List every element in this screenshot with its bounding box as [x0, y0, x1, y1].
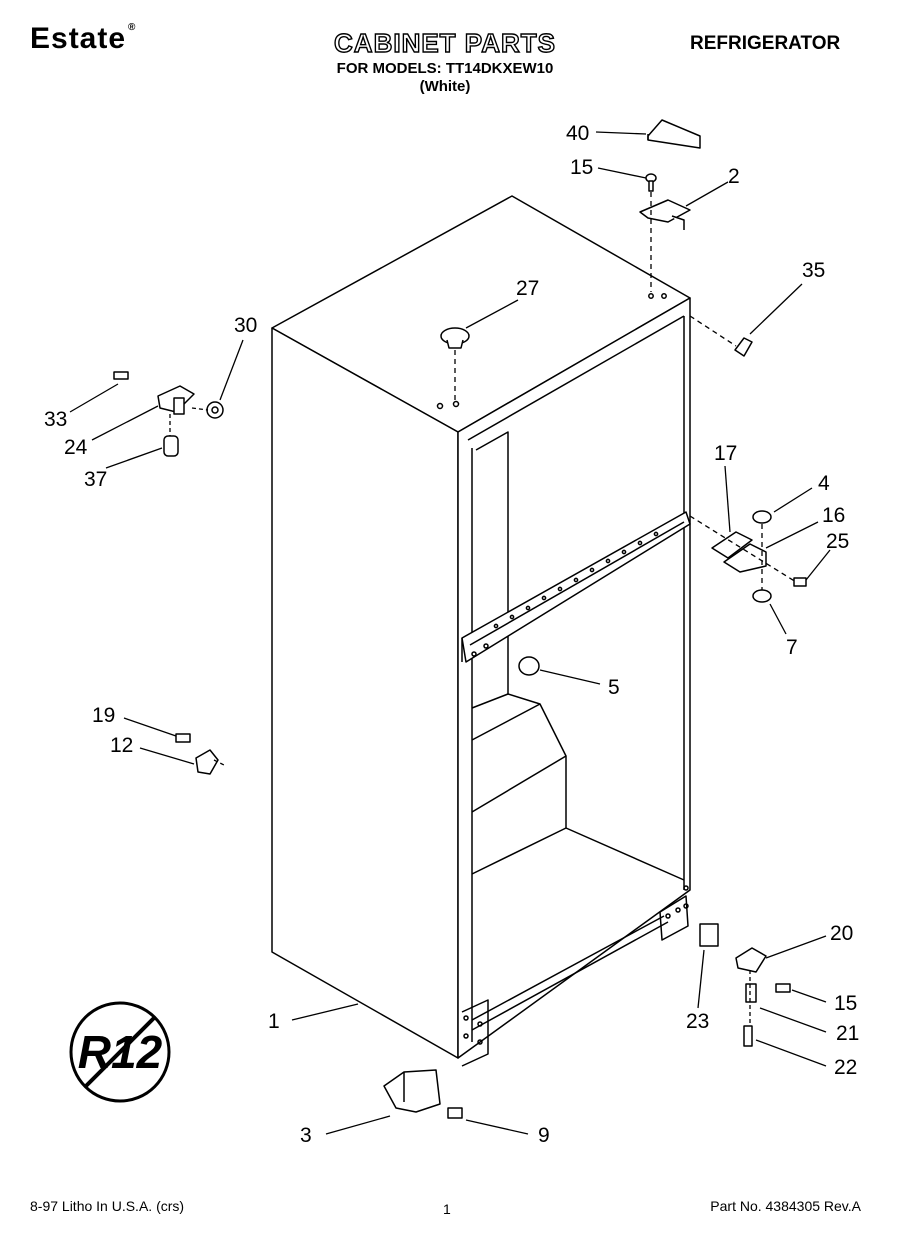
color-line: (White)	[419, 78, 471, 95]
part-22-screw	[743, 1025, 753, 1047]
part-23-shim	[699, 923, 719, 947]
part-21-hinge-pin	[745, 983, 757, 1003]
callout-22: 22	[834, 1056, 857, 1079]
category-label: REFRIGERATOR	[690, 33, 841, 54]
footer-print-info: 8-97 Litho In U.S.A. (crs)	[30, 1198, 185, 1214]
models-line: FOR MODELS: TT14DKXEW10	[336, 60, 554, 77]
part-19-screw	[175, 733, 191, 743]
part-16-center-hinge	[711, 531, 767, 573]
brand-name: Estate	[30, 22, 127, 55]
part-5-plug	[518, 656, 540, 676]
callout-16: 16	[822, 504, 845, 527]
part-12-door-stop	[195, 749, 219, 775]
part-3-leveling-leg	[383, 1069, 441, 1113]
part-9-screw	[447, 1107, 463, 1119]
callout-37: 37	[84, 468, 107, 491]
registered-mark: ®	[128, 22, 137, 33]
callout-4: 4	[818, 472, 830, 495]
footer-part-number: Part No. 4384305 Rev.A	[710, 1198, 861, 1214]
part-33-screw	[113, 371, 129, 380]
part-20-bottom-hinge	[735, 947, 767, 973]
callout-33: 33	[44, 408, 67, 431]
callout-19: 19	[92, 704, 115, 727]
part-15-screw-top	[645, 173, 657, 192]
part-25-screw	[793, 577, 807, 587]
callout-27: 27	[516, 277, 539, 300]
callout-7: 7	[786, 636, 798, 659]
callout-9: 9	[538, 1124, 550, 1147]
r12-badge: R12	[69, 1001, 171, 1103]
part-30-nut	[206, 401, 224, 419]
callout-3: 3	[300, 1124, 312, 1147]
callout-12: 12	[110, 734, 133, 757]
part-24-hinge-pin	[157, 385, 195, 415]
callout-20: 20	[830, 922, 853, 945]
callout-5: 5	[608, 676, 620, 699]
part-40-hinge-cover	[647, 119, 701, 149]
callout-25: 25	[826, 530, 849, 553]
callout-40: 40	[566, 122, 589, 145]
callout-1: 1	[268, 1010, 280, 1033]
part-7-washer	[752, 589, 772, 603]
page-title: CABINET PARTS	[333, 27, 556, 58]
callout-15-bottom: 15	[834, 992, 857, 1015]
part-4-washer	[752, 510, 772, 524]
part-27-plug	[440, 327, 470, 349]
brand-logo: Estate®	[30, 22, 136, 56]
callout-21: 21	[836, 1022, 859, 1045]
part-2-top-hinge	[639, 199, 691, 230]
part-35-cap	[734, 337, 753, 357]
callout-30: 30	[234, 314, 257, 337]
callout-35: 35	[802, 259, 825, 282]
cabinet-body	[271, 195, 691, 1067]
callout-24: 24	[64, 436, 88, 459]
callout-17: 17	[714, 442, 737, 465]
part-37-bushing	[163, 435, 179, 457]
callout-23: 23	[686, 1010, 709, 1033]
footer-page-number: 1	[443, 1201, 451, 1217]
part-15-screw-bottom	[775, 983, 791, 993]
callout-2: 2	[728, 165, 740, 188]
callout-15-top: 15	[570, 156, 593, 179]
